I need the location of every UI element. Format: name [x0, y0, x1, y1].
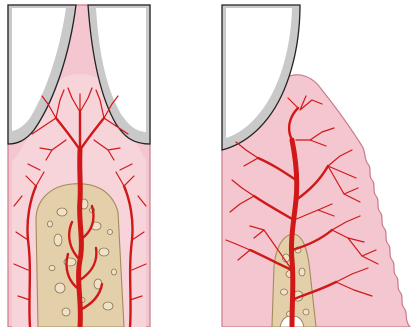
left-panel — [8, 5, 150, 327]
right-panel — [222, 5, 410, 327]
